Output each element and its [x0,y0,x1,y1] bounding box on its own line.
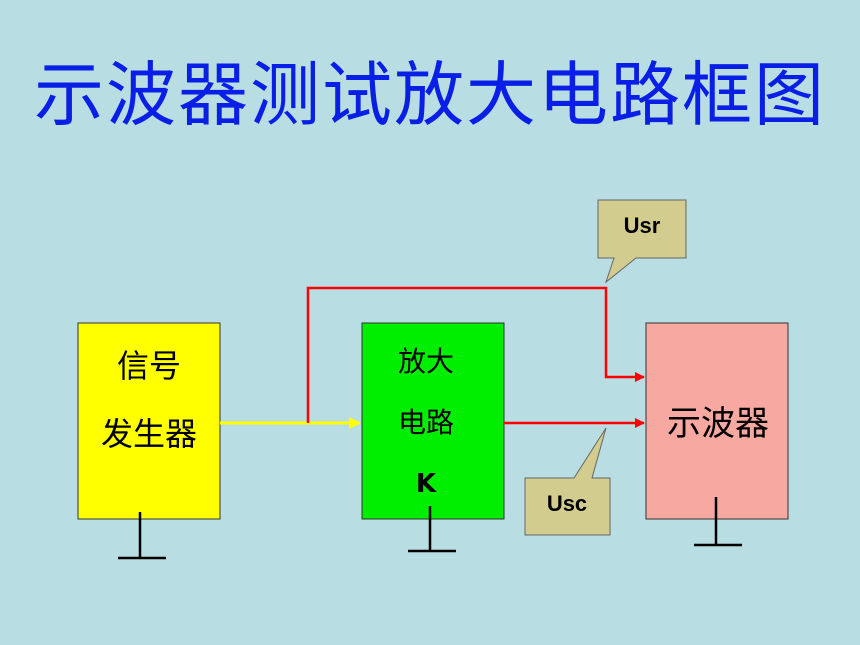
signal-generator-block: 信号 发生器 [77,322,221,520]
callout-usr: Usr [597,199,687,284]
ground-symbol-generator [118,512,166,560]
input-probe-wire [306,286,645,423]
oscilloscope-label: 示波器 [667,404,769,444]
oscilloscope-block: 示波器 [645,322,789,520]
callout-usr-label: Usr [624,213,661,238]
page-title: 示波器测试放大电路框图 [34,54,826,136]
amplifier-label-line1: 放大 [398,345,454,378]
callout-usc: Usc [524,427,611,536]
amplifier-block: 放大 电路 K [361,322,505,520]
generator-label-line1: 信号 [117,347,181,385]
callout-usc-label: Usc [547,491,587,516]
generator-label-line2: 发生器 [101,415,197,453]
amplifier-label-line2: 电路 [398,406,454,439]
ground-symbol-amplifier [408,506,456,553]
amplifier-gain-label: K [416,469,437,499]
ground-symbol-oscilloscope [694,497,742,547]
